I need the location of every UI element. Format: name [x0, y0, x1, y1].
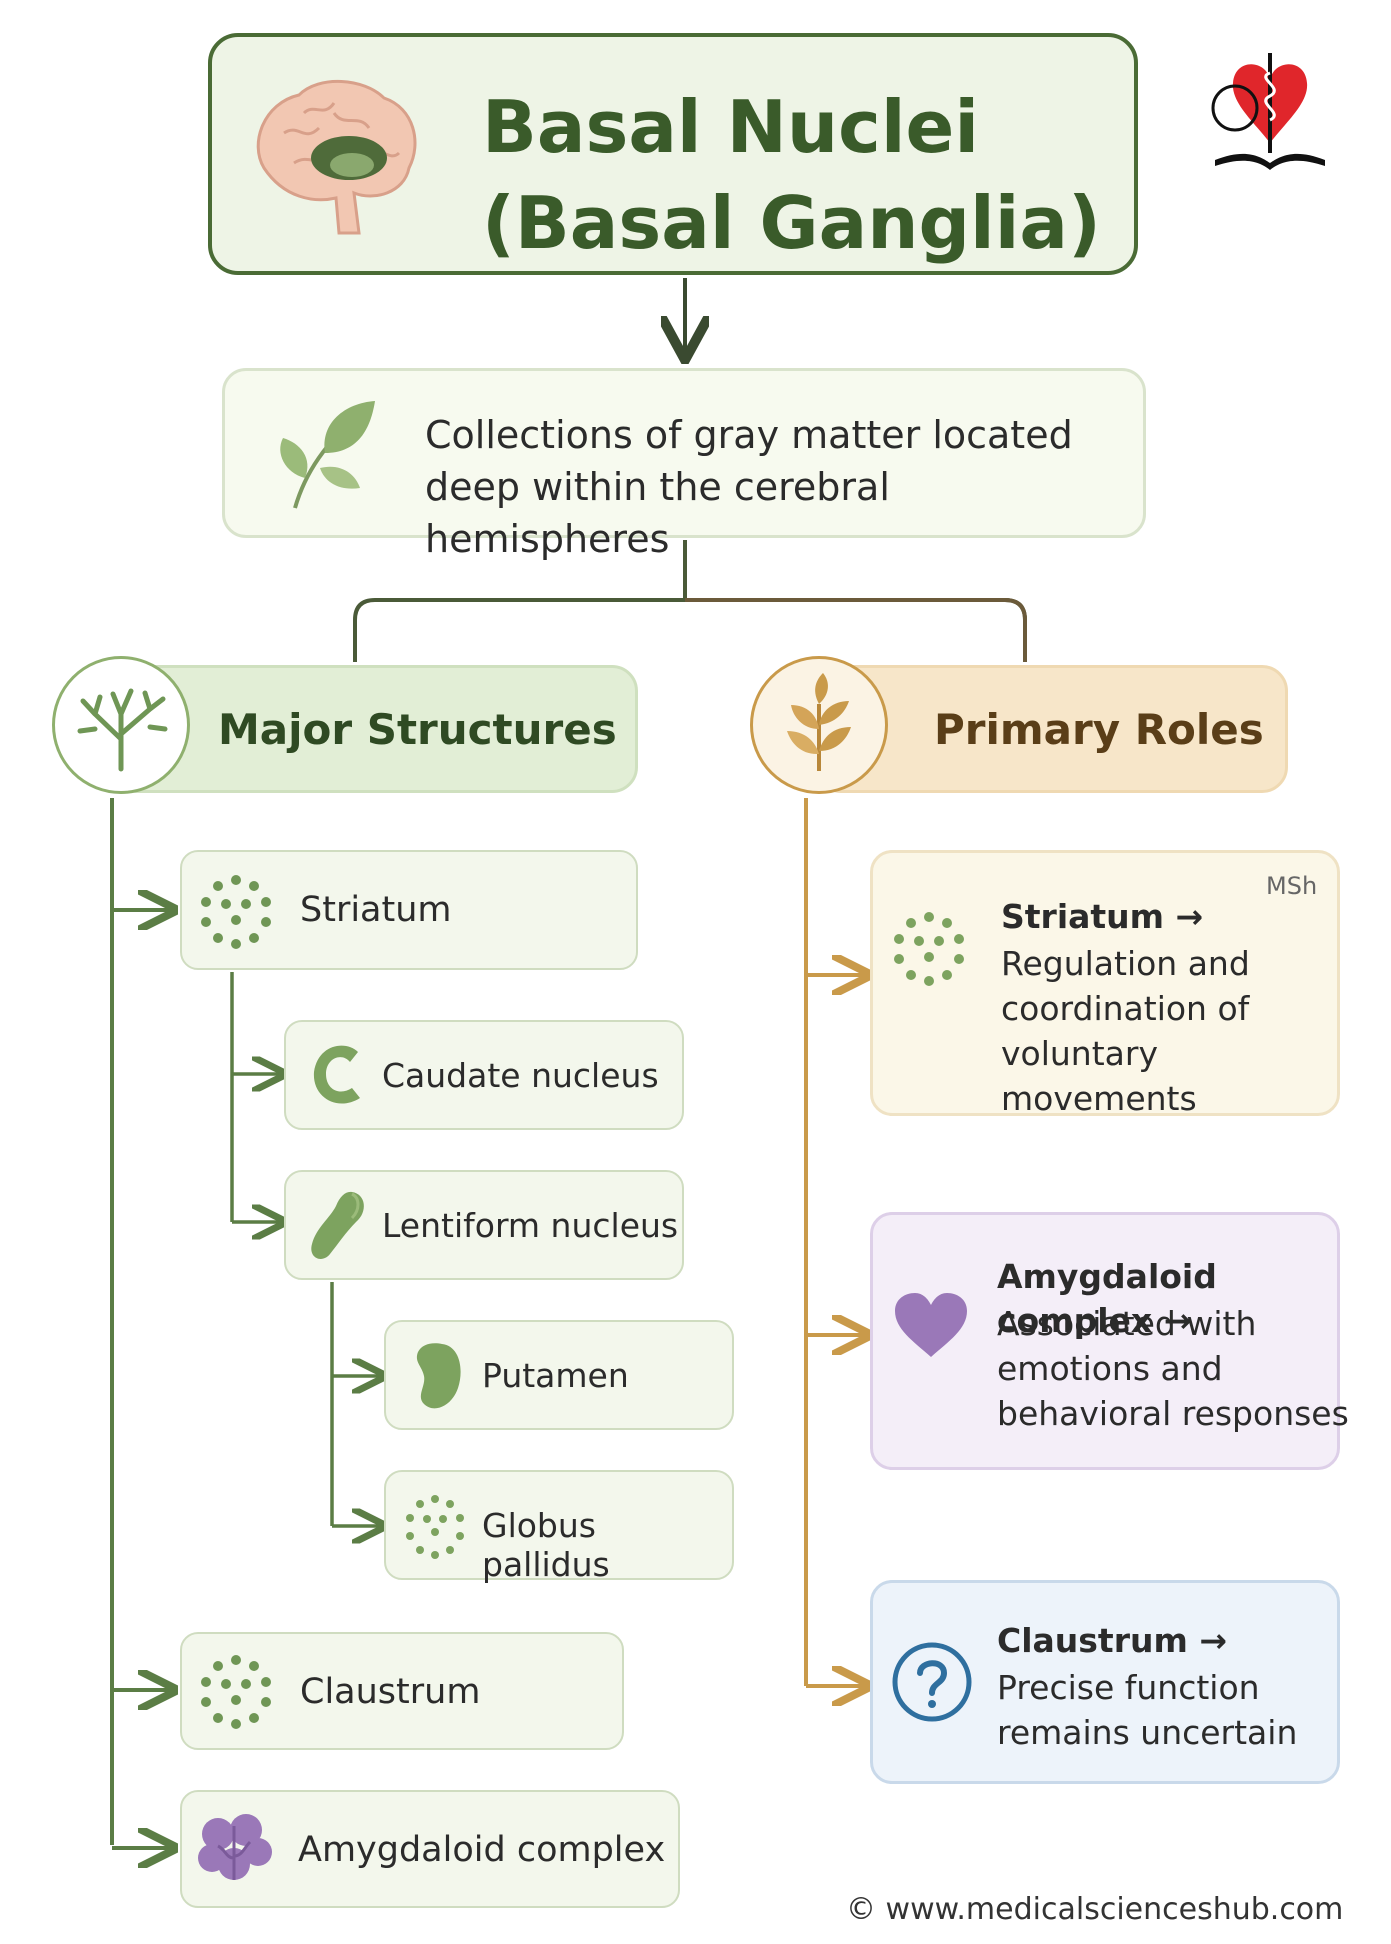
putamen-label: Putamen — [482, 1356, 629, 1395]
globus-pallidus-label: Globus pallidus — [482, 1506, 610, 1584]
striatum-node: Striatum — [180, 850, 638, 970]
bean-icon — [308, 1188, 368, 1268]
caudate-node: Caudate nucleus — [284, 1020, 684, 1130]
role-striatum-card: Striatum → Regulation and coordination o… — [870, 850, 1340, 1118]
role-amygdaloid-card: Amygdaloid complex → Associated with emo… — [870, 1212, 1349, 1470]
page-title: Basal Nuclei (Basal Ganglia) — [482, 85, 1101, 265]
footer-copyright: © www.medicalscienceshub.com — [846, 1892, 1344, 1927]
c-shape-icon — [308, 1040, 368, 1114]
sprout-icon — [750, 656, 888, 794]
major-structures-label: Major Structures — [218, 705, 617, 754]
role-striatum-title: Striatum → — [1001, 897, 1204, 936]
role-claustrum-desc: Precise function remains uncertain — [997, 1668, 1298, 1752]
tree-icon — [52, 656, 190, 794]
role-claustrum-title: Claustrum → — [997, 1621, 1228, 1660]
question-icon — [891, 1641, 973, 1727]
globus-pallidus-node: Globus pallidus — [384, 1470, 734, 1584]
definition-text: Collections of gray matter located deep … — [425, 413, 1073, 561]
primary-roles-header: Primary Roles — [815, 665, 1288, 793]
dots-icon — [402, 1494, 468, 1564]
title-box: Basal Nuclei (Basal Ganglia) — [208, 33, 1138, 275]
caudate-label: Caudate nucleus — [382, 1056, 659, 1095]
leaf-icon — [265, 393, 385, 513]
brain-icon — [244, 73, 424, 243]
definition-box: Collections of gray matter located deep … — [222, 368, 1146, 561]
major-structures-header: Major Structures — [110, 665, 638, 793]
claustrum-node: Claustrum — [180, 1632, 624, 1750]
lentiform-node: Lentiform nucleus — [284, 1170, 684, 1280]
claustrum-label: Claustrum — [300, 1672, 481, 1712]
brain-cluster-icon — [196, 1812, 276, 1892]
amygdaloid-node: Amygdaloid complex — [180, 1790, 680, 1908]
primary-roles-label: Primary Roles — [934, 705, 1264, 754]
amygdaloid-label: Amygdaloid complex — [298, 1830, 666, 1870]
dots-icon — [198, 874, 274, 954]
striatum-label: Striatum — [300, 890, 452, 930]
lentiform-label: Lentiform nucleus — [382, 1206, 679, 1245]
heart-icon — [893, 1291, 969, 1363]
kidney-icon — [408, 1340, 464, 1416]
dots-icon — [891, 911, 967, 991]
medical-logo-icon — [1205, 48, 1335, 173]
putamen-node: Putamen — [384, 1320, 734, 1430]
role-amygdaloid-desc: Associated with emotions and behavioral … — [997, 1304, 1349, 1433]
role-amygdaloid-title: Amygdaloid complex → — [997, 1257, 1217, 1340]
dots-icon — [198, 1654, 274, 1734]
role-claustrum-card: Claustrum → Precise function remains unc… — [870, 1580, 1340, 1784]
role-striatum-desc: Regulation and coordination of voluntary… — [1001, 944, 1250, 1118]
watermark-text: MSh — [1266, 872, 1318, 900]
